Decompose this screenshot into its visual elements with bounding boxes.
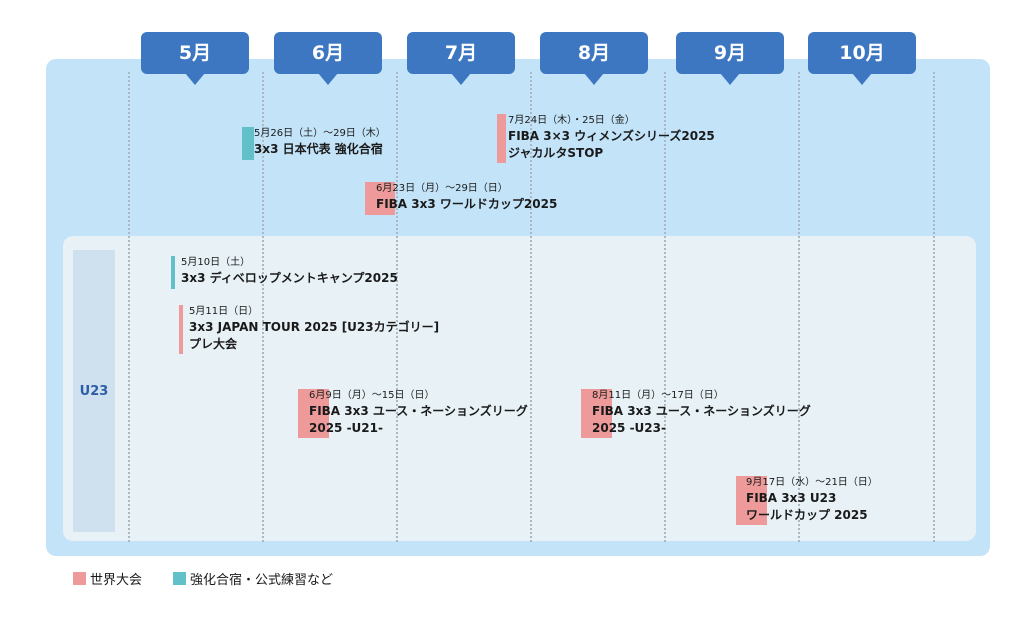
event-youth-nations-u21: 6月9日（月）～15日（日） FIBA 3x3 ユース・ネーションズリーグ 20… xyxy=(298,389,528,438)
event-marker xyxy=(365,182,395,215)
legend-world: 世界大会 xyxy=(73,569,142,588)
legend-camp: 強化合宿・公式練習など xyxy=(173,569,333,588)
month-divider xyxy=(128,72,130,542)
event-marker xyxy=(736,476,767,525)
event-title-line2: 2025 -U23- xyxy=(592,421,666,435)
event-title: FIBA 3x3 U23 xyxy=(746,491,837,505)
month-divider xyxy=(933,72,935,542)
month-divider xyxy=(664,72,666,542)
event-u23-world-cup: 9月17日（水）～21日（日） FIBA 3x3 U23 ワールドカップ 202… xyxy=(736,476,878,525)
event-youth-nations-u23: 8月11日（月）～17日（日） FIBA 3x3 ユース・ネーションズリーグ 2… xyxy=(581,389,811,438)
event-title: FIBA 3x3 ユース・ネーションズリーグ xyxy=(309,404,528,418)
event-womens-series: 7月24日（木）・25日（金） FIBA 3×3 ウィメンズシリーズ2025 ジ… xyxy=(497,114,715,163)
event-japan-tour-u23: 5月11日（日） 3x3 JAPAN TOUR 2025 [U23カテゴリー] … xyxy=(179,305,440,354)
month-divider xyxy=(530,72,532,542)
event-title: 3x3 ディベロップメントキャンプ2025 xyxy=(181,271,398,285)
event-title-line2: ジャカルタSTOP xyxy=(508,146,604,160)
event-title: 3x3 日本代表 強化合宿 xyxy=(254,142,383,156)
event-marker xyxy=(497,114,506,163)
month-header-july: 7月 xyxy=(407,32,515,85)
event-title: FIBA 3x3 ワールドカップ2025 xyxy=(376,197,558,211)
event-title-line2: プレ大会 xyxy=(189,337,238,351)
legend-label-world: 世界大会 xyxy=(90,573,143,588)
event-date: 6月9日（月）～15日（日） xyxy=(309,390,435,401)
legend-swatch-world xyxy=(73,572,86,585)
event-world-cup: 6月23日（月）～29日（日） FIBA 3x3 ワールドカップ2025 xyxy=(365,182,558,215)
event-date: 9月17日（水）～21日（日） xyxy=(746,477,878,488)
event-japan-camp: 5月26日（土）～29日（木） 3x3 日本代表 強化合宿 xyxy=(242,127,386,160)
month-divider xyxy=(798,72,800,542)
month-header-june: 6月 xyxy=(274,32,382,85)
u23-label: U23 xyxy=(79,384,109,399)
month-header-may: 5月 xyxy=(141,32,249,85)
event-date: 5月26日（土）～29日（木） xyxy=(254,128,386,139)
month-divider xyxy=(396,72,398,542)
event-marker xyxy=(581,389,612,438)
event-marker xyxy=(171,256,175,289)
legend-label-camp: 強化合宿・公式練習など xyxy=(190,573,334,588)
u23-section xyxy=(63,236,976,541)
event-title: FIBA 3x3 ユース・ネーションズリーグ xyxy=(592,404,811,418)
event-date: 7月24日（木）・25日（金） xyxy=(508,115,635,126)
event-date: 8月11日（月）～17日（日） xyxy=(592,390,724,401)
event-date: 5月10日（土） xyxy=(181,257,251,268)
u23-band xyxy=(73,250,115,532)
month-header-september: 9月 xyxy=(676,32,784,85)
event-date: 6月23日（月）～29日（日） xyxy=(376,183,508,194)
month-header-august: 8月 xyxy=(540,32,648,85)
event-title: 3x3 JAPAN TOUR 2025 [U23カテゴリー] xyxy=(189,320,440,334)
event-title-line2: ワールドカップ 2025 xyxy=(746,508,868,522)
event-marker xyxy=(179,305,183,354)
event-marker xyxy=(298,389,329,438)
legend-swatch-camp xyxy=(173,572,186,585)
month-divider xyxy=(262,72,264,542)
month-header-october: 10月 xyxy=(808,32,916,85)
event-title: FIBA 3×3 ウィメンズシリーズ2025 xyxy=(508,129,715,143)
event-development-camp: 5月10日（土） 3x3 ディベロップメントキャンプ2025 xyxy=(171,256,398,289)
event-title-line2: 2025 -U21- xyxy=(309,421,383,435)
event-marker xyxy=(242,127,254,160)
event-date: 5月11日（日） xyxy=(189,306,259,317)
